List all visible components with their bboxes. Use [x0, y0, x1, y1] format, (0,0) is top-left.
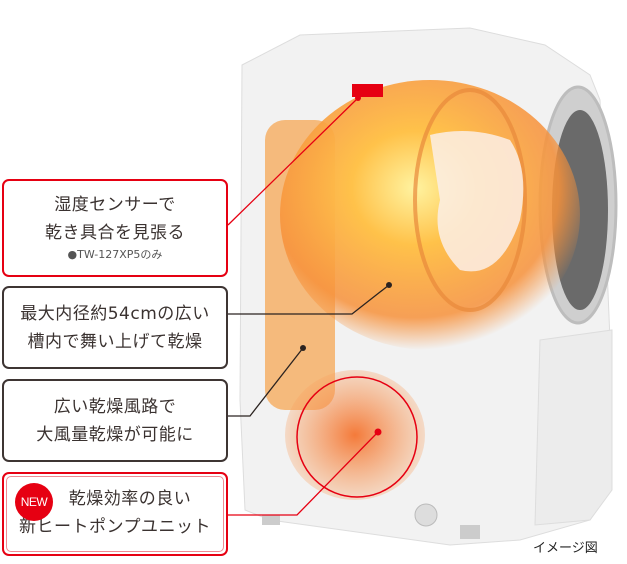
new-badge: NEW	[15, 483, 53, 521]
leader-dot-sensor	[355, 95, 361, 101]
humidity-sensor	[352, 84, 383, 97]
leader-line-heat-pump	[228, 431, 379, 516]
drain-port	[414, 503, 438, 527]
callout-line: 乾燥効率の良い	[68, 489, 192, 509]
callout-line: 新ヒートポンプユニット	[19, 517, 211, 537]
leader-lines	[227, 97, 390, 516]
foot-left	[262, 515, 280, 525]
callout-line: 最大内径約54cmの広い	[20, 304, 210, 324]
callout-line: 大風量乾燥が可能に	[36, 425, 194, 445]
callout-line: 槽内で舞い上げて乾燥	[27, 332, 203, 352]
heat-pump-circle	[296, 376, 418, 498]
callout-heat-pump: NEW 乾燥効率の良い 新ヒートポンプユニット	[2, 472, 228, 556]
callout-large-drum: 最大内径約54cmの広い 槽内で舞い上げて乾燥	[2, 286, 228, 369]
heat-pump-glow	[285, 370, 425, 500]
laundry	[430, 131, 524, 272]
leader-dot-heat-pump	[374, 428, 382, 436]
leader-dot-drum	[386, 282, 392, 288]
drum-rim	[413, 88, 527, 312]
leader-line-duct	[228, 347, 304, 417]
callout-line: 乾き具合を見張る	[45, 223, 185, 243]
image-caption: イメージ図	[533, 541, 598, 556]
leader-line-drum	[228, 284, 390, 315]
callout-line: 広い乾燥風路で	[53, 397, 177, 417]
leader-dot-duct	[300, 345, 306, 351]
model-note: ●TW-127XP5のみ	[67, 248, 163, 261]
callout-air-duct: 広い乾燥風路で 大風量乾燥が可能に	[2, 379, 228, 462]
foot-right	[460, 525, 480, 539]
leader-line-sensor	[227, 97, 359, 226]
callout-humidity-sensor: 湿度センサーで 乾き具合を見張る ●TW-127XP5のみ	[2, 179, 228, 277]
callout-line: 湿度センサーで	[54, 195, 176, 215]
